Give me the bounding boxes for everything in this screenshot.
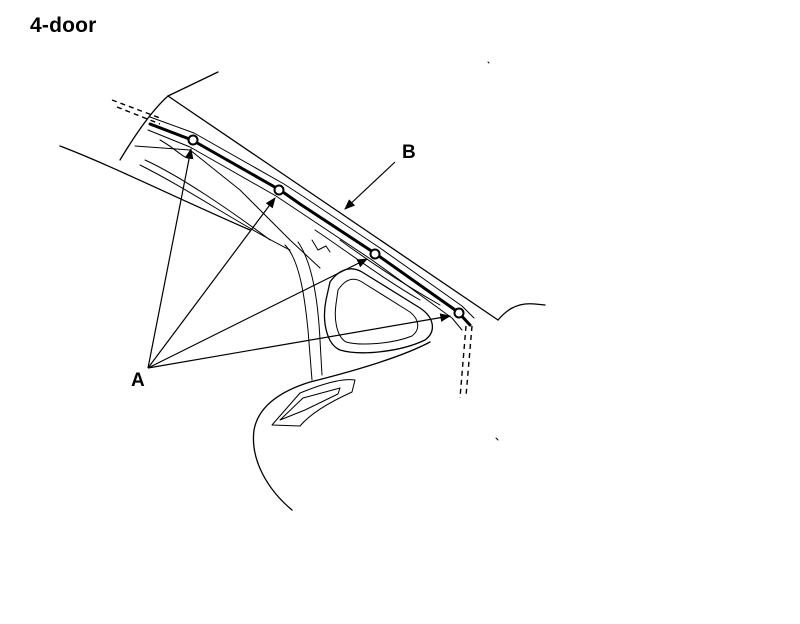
leader-a-clip-4 <box>147 313 452 369</box>
clip-4 <box>453 307 465 319</box>
clip-1 <box>187 134 199 146</box>
leader-a-clip-2 <box>147 197 276 369</box>
panel-details <box>134 139 441 381</box>
lower-body <box>252 61 499 511</box>
leader-a-clip-1 <box>147 147 194 369</box>
clip-2 <box>273 184 285 196</box>
diagram-title: 4-door <box>30 14 97 37</box>
clip-3 <box>369 248 381 260</box>
molding-clips <box>187 134 465 319</box>
callout-a-leaders <box>147 147 452 369</box>
callout-label-a: A <box>131 370 145 391</box>
callout-label-b: B <box>402 142 416 163</box>
body-outline <box>59 71 546 321</box>
window-molding <box>147 116 475 331</box>
leader-a-clip-3 <box>147 258 368 369</box>
leader-b-molding <box>344 161 396 210</box>
